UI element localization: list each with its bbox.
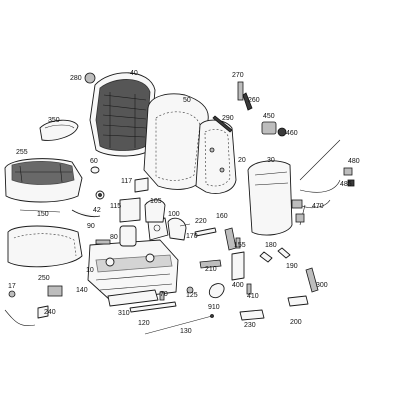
washer-42[interactable] bbox=[95, 190, 105, 200]
callout-310: 310 bbox=[118, 310, 130, 317]
seat-cushion-pad[interactable] bbox=[7, 225, 83, 268]
callout-220: 220 bbox=[195, 218, 207, 225]
callout-910: 910 bbox=[208, 304, 220, 311]
callout-17: 17 bbox=[8, 283, 16, 290]
callout-155: 155 bbox=[234, 242, 246, 249]
seat-back-frame-cover[interactable] bbox=[143, 93, 209, 190]
callout-130: 130 bbox=[180, 328, 192, 335]
callout-400: 400 bbox=[232, 282, 244, 289]
callout-260: 260 bbox=[248, 97, 260, 104]
bar-90[interactable] bbox=[71, 209, 101, 218]
callout-270: 270 bbox=[232, 72, 244, 79]
callout-150: 150 bbox=[37, 211, 49, 218]
rod-120[interactable] bbox=[129, 301, 177, 313]
seat-frame-track[interactable] bbox=[87, 217, 179, 301]
callout-485: 485 bbox=[340, 181, 352, 188]
cable-150[interactable] bbox=[19, 209, 61, 213]
headrest-guide-270[interactable] bbox=[237, 81, 244, 101]
knob-910[interactable] bbox=[208, 283, 225, 299]
cable-30-bottom[interactable] bbox=[4, 309, 36, 327]
callout-450: 450 bbox=[263, 113, 275, 120]
callout-105: 105 bbox=[150, 198, 162, 205]
callout-240: 240 bbox=[44, 309, 56, 316]
callout-10: 10 bbox=[86, 267, 94, 274]
clip-190[interactable] bbox=[277, 247, 291, 259]
callout-460: 460 bbox=[286, 130, 298, 137]
bolt-155[interactable] bbox=[235, 237, 241, 249]
callout-60: 60 bbox=[90, 158, 98, 165]
pad-140[interactable] bbox=[47, 285, 63, 297]
callout-290: 290 bbox=[222, 115, 234, 122]
panel-100[interactable] bbox=[167, 217, 187, 241]
seat-rail[interactable] bbox=[107, 289, 159, 307]
pin-410[interactable] bbox=[246, 283, 252, 295]
callout-42: 42 bbox=[93, 207, 101, 214]
seat-cushion[interactable] bbox=[4, 158, 83, 203]
knob-280[interactable] bbox=[84, 72, 96, 84]
callout-250: 250 bbox=[38, 275, 50, 282]
callout-140: 140 bbox=[76, 287, 88, 294]
trim-220[interactable] bbox=[194, 227, 217, 237]
callout-410: 410 bbox=[247, 293, 259, 300]
bolt-70[interactable] bbox=[159, 291, 165, 301]
callout-70: 70 bbox=[160, 291, 168, 298]
seat-back-frame[interactable] bbox=[195, 119, 237, 194]
seat-backrest-cover[interactable] bbox=[89, 72, 156, 157]
callout-350: 350 bbox=[48, 117, 60, 124]
callout-480: 480 bbox=[348, 158, 360, 165]
cover-105[interactable] bbox=[144, 199, 166, 223]
connector-480[interactable] bbox=[343, 167, 353, 176]
callout-90: 90 bbox=[87, 223, 95, 230]
callout-200: 200 bbox=[290, 319, 302, 326]
callout-210: 210 bbox=[205, 266, 217, 273]
trim-210[interactable] bbox=[199, 259, 222, 269]
link-80[interactable] bbox=[95, 239, 111, 245]
clip-180[interactable] bbox=[259, 251, 273, 263]
callout-180: 180 bbox=[265, 242, 277, 249]
switch-400[interactable] bbox=[231, 251, 245, 281]
callout-160: 160 bbox=[216, 213, 228, 220]
callout-230: 230 bbox=[244, 322, 256, 329]
switch-450[interactable] bbox=[261, 121, 277, 135]
headrest-guide-260[interactable] bbox=[242, 92, 253, 111]
callout-125: 125 bbox=[186, 292, 198, 299]
clip-125[interactable] bbox=[186, 286, 194, 294]
bracket-117[interactable] bbox=[134, 177, 149, 193]
callout-300: 300 bbox=[316, 282, 328, 289]
bracket-240[interactable] bbox=[37, 305, 49, 319]
callout-120: 120 bbox=[138, 320, 150, 327]
callout-30: 30 bbox=[267, 157, 275, 164]
callout-280: 280 bbox=[70, 75, 82, 82]
spring-170[interactable] bbox=[179, 223, 191, 227]
clip-17[interactable] bbox=[8, 290, 16, 298]
pad-230[interactable] bbox=[239, 309, 265, 321]
callout-470: 470 bbox=[312, 203, 324, 210]
rod-130[interactable] bbox=[144, 314, 214, 335]
bar-300[interactable] bbox=[305, 267, 319, 293]
plate-115[interactable] bbox=[119, 197, 141, 223]
seat-back-rear-panel[interactable] bbox=[247, 160, 293, 236]
clip-460[interactable] bbox=[277, 127, 287, 137]
callout-20: 20 bbox=[238, 157, 246, 164]
pad-200[interactable] bbox=[287, 295, 309, 307]
trim-strip[interactable] bbox=[212, 115, 233, 133]
callout-255: 255 bbox=[16, 149, 28, 156]
callout-80: 80 bbox=[110, 234, 118, 241]
callout-40: 40 bbox=[130, 70, 138, 77]
callout-190: 190 bbox=[286, 263, 298, 270]
callout-100: 100 bbox=[168, 211, 180, 218]
connector-485[interactable] bbox=[347, 179, 355, 187]
callout-170: 170 bbox=[186, 233, 198, 240]
wiring-harness-470[interactable] bbox=[291, 139, 341, 226]
callout-117: 117 bbox=[121, 178, 132, 185]
screw-60[interactable] bbox=[90, 166, 100, 174]
callout-115: 115 bbox=[110, 203, 121, 210]
callout-50: 50 bbox=[183, 97, 191, 104]
armrest-pad[interactable] bbox=[39, 119, 79, 141]
callouts: 280 40 270 260 350 50 290 450 460 255 60… bbox=[8, 70, 360, 335]
